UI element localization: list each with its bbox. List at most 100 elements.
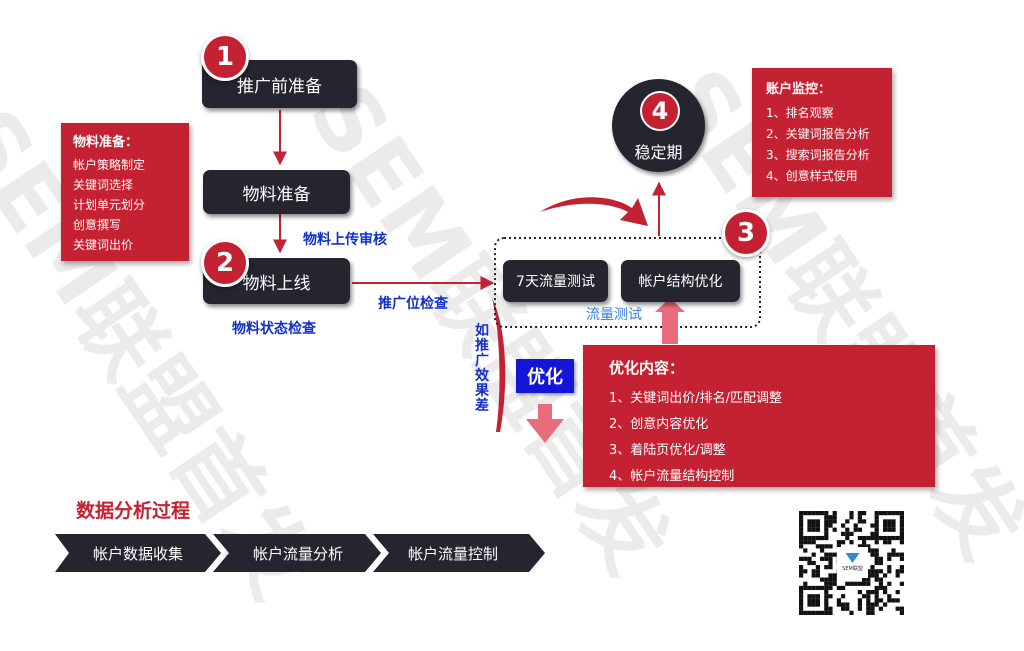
qr-module (883, 590, 888, 595)
qr-module (895, 552, 900, 557)
qr-module (807, 535, 812, 541)
qr-module (899, 565, 904, 570)
traffic-test-box: 7天流量测试 (503, 260, 608, 302)
optimize-badge: 优化 (516, 359, 574, 393)
qr-module (874, 519, 879, 524)
qr-module (862, 535, 867, 541)
qr-module (878, 535, 883, 541)
qr-module (841, 540, 846, 545)
chevron-step-3 (373, 534, 545, 572)
qr-module (820, 585, 825, 591)
qr-module (811, 585, 816, 591)
qr-module (866, 594, 871, 599)
qr-module (799, 606, 804, 611)
qr-module (828, 581, 833, 586)
qr-module (891, 527, 896, 532)
qr-module (899, 531, 904, 536)
qr-module (807, 556, 812, 561)
qr-module (803, 548, 808, 553)
qr-module (807, 602, 812, 607)
qr-module (857, 602, 862, 607)
qr-module (883, 527, 888, 532)
qr-module (841, 594, 846, 599)
qr-module (807, 560, 812, 566)
qr-module (870, 548, 875, 553)
optimize-panel: 优化内容： 1、关键词出价/排名/匹配调整 2、创意内容优化 3、着陆页优化/调… (583, 345, 935, 487)
qr-module (874, 535, 879, 541)
qr-module (899, 581, 904, 586)
qr-module (828, 556, 833, 561)
poor-effect-char: 广 (475, 353, 489, 369)
qr-module (820, 544, 825, 549)
qr-module (862, 519, 867, 524)
qr-module (866, 548, 871, 553)
qr-module (874, 590, 879, 595)
qr-module (866, 598, 871, 603)
material-prep-label: 物料准备 (242, 184, 311, 205)
step2-label: 物料上线 (242, 273, 311, 294)
qr-module (799, 556, 804, 561)
qr-module (878, 511, 883, 516)
qr-module (883, 535, 888, 541)
qr-module (878, 606, 883, 611)
material-panel-item: 计划单元划分 (73, 198, 146, 212)
qr-module (807, 585, 812, 591)
qr-module (803, 540, 808, 545)
qr-module (891, 523, 896, 528)
qr-module (878, 585, 883, 591)
qr-module (887, 556, 892, 561)
qr-module (895, 535, 900, 541)
qr-module (828, 577, 833, 582)
step4-badge: 4 (640, 91, 680, 131)
qr-module (887, 519, 892, 524)
qr-module (857, 590, 862, 595)
qr-module (870, 552, 875, 557)
pink-up-arrow (655, 298, 685, 344)
qr-module (845, 602, 850, 607)
qr-module (895, 590, 900, 595)
upload-review-label: 物料上传审核 (303, 232, 387, 248)
qr-module (824, 511, 829, 516)
qr-module (803, 535, 808, 541)
qr-module (857, 606, 862, 611)
qr-module (870, 569, 875, 574)
qr-module (887, 581, 892, 586)
qr-module (866, 573, 871, 578)
qr-module (803, 610, 808, 615)
qr-module (857, 581, 862, 586)
qr-module (870, 535, 875, 541)
qr-module (845, 531, 850, 536)
qr-module (866, 606, 871, 611)
qr-module (870, 523, 875, 528)
qr-module (807, 519, 812, 524)
qr-module (874, 585, 879, 591)
qr-module (866, 535, 871, 541)
qr-module (799, 610, 804, 615)
qr-module (845, 606, 850, 611)
qr-module (841, 523, 846, 528)
qr-module (811, 527, 816, 532)
optimize-panel-item: 3、着陆页优化/调整 (609, 443, 726, 458)
qr-module (849, 581, 854, 586)
qr-module (895, 569, 900, 574)
qr-module (899, 552, 904, 557)
qr-module (874, 540, 879, 545)
qr-module (799, 540, 804, 545)
poor-effect-char: 差 (475, 398, 489, 414)
qr-module (824, 602, 829, 607)
qr-module (866, 544, 871, 549)
qr-module (799, 535, 804, 541)
qr-module (820, 511, 825, 516)
qr-module (815, 519, 820, 524)
optimize-panel-title: 优化内容： (609, 359, 685, 377)
qr-module (811, 535, 816, 541)
qr-module (841, 531, 846, 536)
qr-module (828, 544, 833, 549)
qr-module (866, 569, 871, 574)
data-process-chevrons (55, 534, 545, 572)
poor-effect-char: 效 (475, 368, 489, 384)
qr-module (799, 569, 804, 574)
qr-module (874, 523, 879, 528)
qr-module (866, 577, 871, 582)
